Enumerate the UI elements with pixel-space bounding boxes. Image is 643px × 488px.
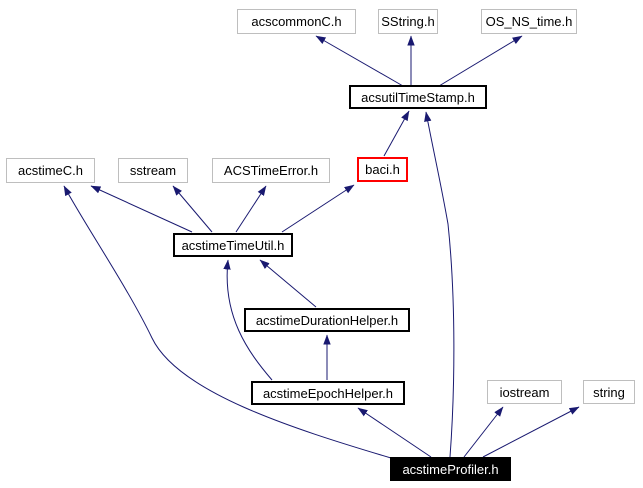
graph-node-acstimeProfiler-h: acstimeProfiler.h bbox=[390, 457, 511, 481]
edge-acsutilTimeStamp-h-to-OS_NS_time-h bbox=[438, 35, 523, 87]
graph-node-acstimeTimeUtil-h[interactable]: acstimeTimeUtil.h bbox=[173, 233, 293, 257]
graph-node-acscommonC-h[interactable]: acscommonC.h bbox=[237, 9, 356, 34]
graph-node-acstimeEpochHelper-h[interactable]: acstimeEpochHelper.h bbox=[251, 381, 405, 405]
edge-acstimeTimeUtil-h-to-sstream bbox=[172, 185, 213, 233]
edge-acstimeTimeUtil-h-to-baci-h bbox=[281, 184, 355, 233]
graph-node-OS_NS_time-h[interactable]: OS_NS_time.h bbox=[481, 9, 577, 34]
graph-node-ACSTimeError-h[interactable]: ACSTimeError.h bbox=[212, 158, 330, 183]
edge-acstimeEpochHelper-h-to-acstimeTimeUtil-h bbox=[223, 259, 273, 381]
graph-node-acstimeC-h[interactable]: acstimeC.h bbox=[6, 158, 95, 183]
edge-acstimeTimeUtil-h-to-ACSTimeError-h bbox=[235, 185, 267, 233]
graph-node-baci-h[interactable]: baci.h bbox=[357, 157, 408, 182]
graph-node-string[interactable]: string bbox=[583, 380, 635, 404]
graph-node-sstream[interactable]: sstream bbox=[118, 158, 188, 183]
edge-acstimeDurationHelper-h-to-acstimeTimeUtil-h bbox=[259, 259, 317, 308]
edge-acstimeProfiler-h-to-acsutilTimeStamp-h bbox=[424, 111, 455, 458]
edge-acstimeTimeUtil-h-to-acstimeC-h bbox=[90, 185, 193, 233]
graph-node-acsutilTimeStamp-h[interactable]: acsutilTimeStamp.h bbox=[349, 85, 487, 109]
edge-acstimeProfiler-h-to-acstimeC-h bbox=[63, 185, 392, 459]
edge-baci-h-to-acsutilTimeStamp-h bbox=[383, 110, 410, 157]
edge-acstimeProfiler-h-to-iostream bbox=[463, 406, 504, 458]
graph-node-acstimeDurationHelper-h[interactable]: acstimeDurationHelper.h bbox=[244, 308, 410, 332]
graph-node-SString-h[interactable]: SString.h bbox=[378, 9, 438, 34]
edge-acsutilTimeStamp-h-to-acscommonC-h bbox=[315, 35, 404, 87]
graph-node-iostream[interactable]: iostream bbox=[487, 380, 562, 404]
edge-acstimeProfiler-h-to-string bbox=[482, 406, 580, 458]
edge-acstimeProfiler-h-to-acstimeEpochHelper-h bbox=[357, 407, 432, 458]
